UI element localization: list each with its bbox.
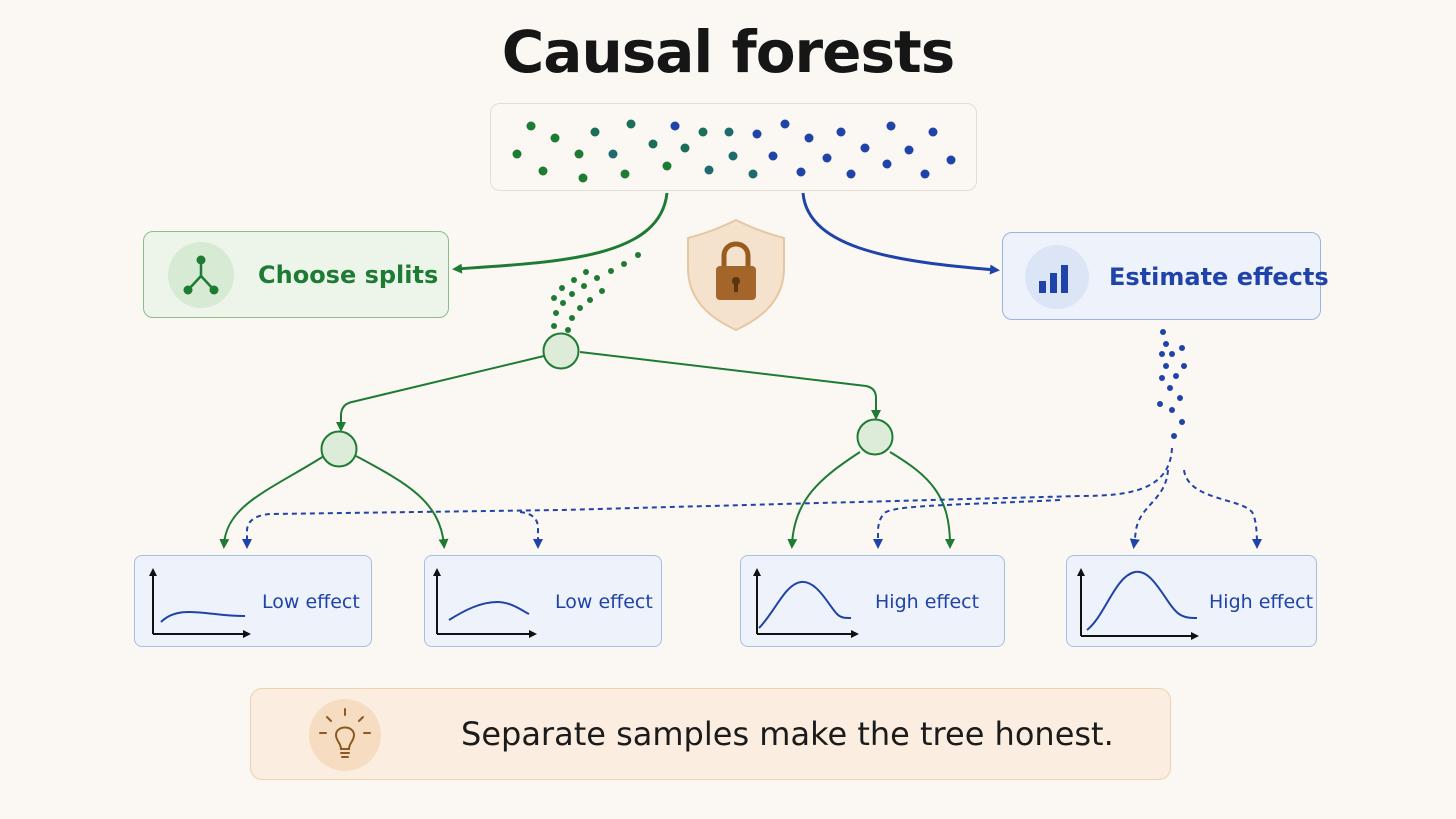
- tip-text: Separate samples make the tree honest.: [461, 715, 1114, 753]
- lightbulb-icon: [309, 699, 381, 771]
- estimate-effects-box: Estimate effects: [1002, 232, 1329, 320]
- leaf-2-curve: [448, 600, 530, 621]
- leaf-4-curve: [1086, 570, 1198, 631]
- leaf-3: High effect: [740, 555, 1005, 647]
- estimate-sample-arrow: [801, 192, 1000, 275]
- leaf-2-label: Low effect: [555, 591, 653, 613]
- sample-dots: [512, 119, 956, 183]
- tree-edge-root-left: [336, 355, 545, 432]
- estimate-sample-dots: [1157, 329, 1187, 439]
- diagram-title: Causal forests: [501, 18, 956, 86]
- split-sample-arrow: [452, 192, 669, 274]
- split-sample-dots: [551, 252, 641, 333]
- leaf-1-label: Low effect: [262, 591, 360, 613]
- leaf-4: High effect: [1066, 555, 1317, 647]
- leaf-1-chart: [149, 568, 251, 638]
- estimate-effects-label: Estimate effects: [1109, 263, 1329, 291]
- leaf-3-curve: [758, 580, 852, 629]
- leaf-2-chart: [433, 568, 537, 638]
- tip-banner: Separate samples make the tree honest.: [250, 688, 1171, 780]
- tree-left-node: [320, 430, 358, 468]
- leaf-3-chart: [753, 568, 859, 638]
- leaf-1-curve: [160, 610, 246, 623]
- leaf-2: Low effect: [424, 555, 662, 647]
- sample-data-box: [490, 103, 977, 191]
- tree-edge-root-right: [579, 351, 881, 420]
- tree-right-node: [856, 418, 894, 456]
- estimate-dotted-to-leaf4-left: [1129, 469, 1169, 549]
- leaf-4-label: High effect: [1209, 591, 1314, 613]
- leaf-1: Low effect: [134, 555, 372, 647]
- tree-edge-right-rl: [787, 451, 861, 549]
- tree-edge-left-lr: [355, 455, 449, 549]
- choose-splits-label: Choose splits: [258, 261, 439, 289]
- choose-splits-box: Choose splits: [143, 231, 449, 318]
- estimate-dotted-to-leaf4-right: [1183, 469, 1262, 549]
- branch-split-icon: [168, 242, 234, 308]
- leaf-4-chart: [1077, 568, 1199, 640]
- leaf-3-label: High effect: [875, 591, 980, 613]
- tree-edge-left-ll: [219, 455, 325, 549]
- estimate-dotted-to-leaf3: [873, 499, 1061, 549]
- tree-root-node: [542, 332, 580, 370]
- bar-chart-icon: [1025, 245, 1089, 309]
- tree-edge-right-rr: [889, 451, 955, 549]
- padlock-shield-icon: [687, 218, 785, 332]
- estimate-dotted-to-leaf2: [519, 511, 543, 549]
- estimate-dotted-to-left: [242, 447, 1173, 549]
